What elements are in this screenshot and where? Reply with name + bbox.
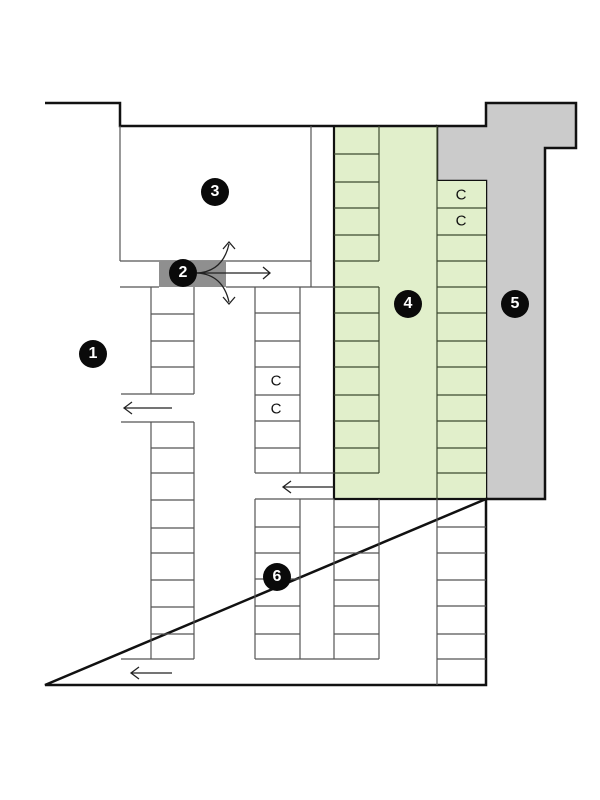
flow-arrows-from-zone-2-icon xyxy=(196,241,271,305)
exit-arrow-left-icon xyxy=(122,401,172,415)
zone-2-badge[interactable]: 2 xyxy=(169,259,197,287)
zone-1-badge[interactable]: 1 xyxy=(79,340,107,368)
stall-grid xyxy=(121,287,486,685)
compact-stall-label: C xyxy=(270,400,282,418)
zone-4-badge[interactable]: 4 xyxy=(394,290,422,318)
zone-6-badge[interactable]: 6 xyxy=(263,563,291,591)
exit-arrow-left-icon xyxy=(129,666,172,680)
zone-5-badge[interactable]: 5 xyxy=(501,290,529,318)
zone-3-area[interactable] xyxy=(119,126,334,288)
flow-arrow-left-icon xyxy=(281,480,334,494)
compact-stall-label: C xyxy=(455,212,467,230)
compact-stall-label: C xyxy=(455,186,467,204)
zone-4-stalls xyxy=(334,126,486,499)
lot-boundary xyxy=(44,101,488,687)
compact-stall-label: C xyxy=(270,372,282,390)
zone-3-badge[interactable]: 3 xyxy=(201,178,229,206)
